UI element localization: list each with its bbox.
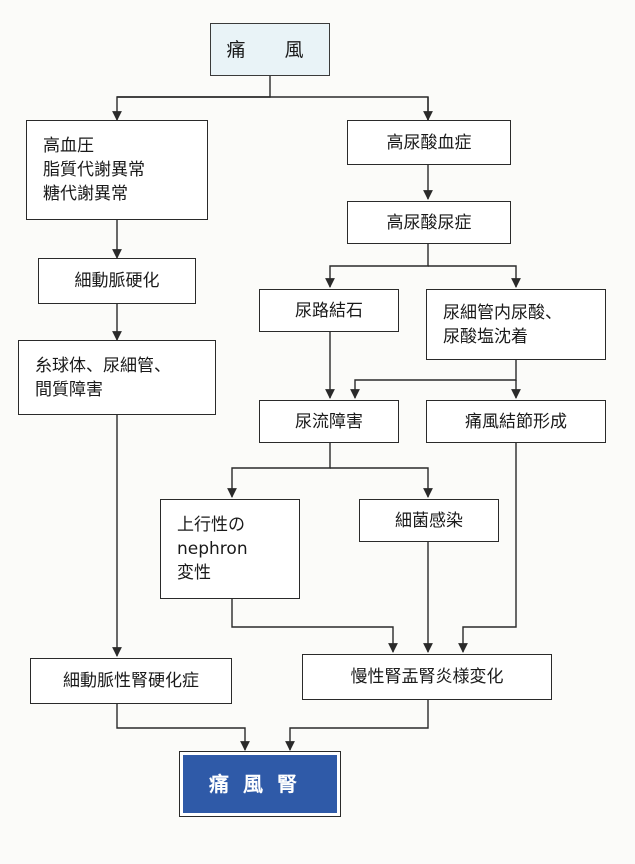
node-tubular-deposit-line-1: 尿細管内尿酸、: [443, 302, 562, 323]
node-bacterial-infection: 細菌感染: [359, 499, 499, 542]
node-comorbidity: 高血圧 脂質代謝異常 糖代謝異常: [26, 120, 208, 220]
node-bacterial-infection-label: 細菌感染: [395, 510, 463, 531]
node-urinary-obstruction: 尿流障害: [259, 400, 399, 443]
node-glomerular-line-1: 糸球体、尿細管、: [35, 355, 171, 376]
node-arteriolar-nephrosclerosis: 細動脈性腎硬化症: [30, 658, 232, 704]
node-gouty-kidney-label: 痛風腎: [209, 772, 311, 796]
node-comorbidity-line-2: 脂質代謝異常: [43, 160, 145, 180]
node-hyperuricosuria: 高尿酸尿症: [347, 201, 511, 244]
node-hyperuricosuria-label: 高尿酸尿症: [386, 212, 472, 233]
edge-ascending-pyelo: [231, 599, 398, 653]
node-ascending-line-2: nephron: [177, 539, 248, 559]
edge-top-split: [112, 76, 271, 121]
node-pyelonephritis-like-label: 慢性腎盂腎炎様変化: [350, 667, 504, 687]
edge-hyperuricosuria-tubular: [428, 265, 521, 288]
node-gout: 痛 風: [210, 23, 330, 76]
node-comorbidity-line-1: 高血圧: [43, 136, 94, 156]
edge-hyperuricosuria-split: [325, 244, 429, 288]
node-glomerular-line-2: 間質障害: [35, 379, 103, 400]
node-tubular-deposit-line-2: 尿酸塩沈着: [443, 326, 528, 347]
node-gout-label: 痛 風: [226, 38, 314, 61]
node-pyelonephritis-like: 慢性腎盂腎炎様変化: [302, 654, 552, 700]
node-arteriolosclerosis-label: 細動脈硬化: [74, 271, 160, 291]
edge-obstruction-split: [227, 443, 331, 498]
node-hyperuricemia: 高尿酸血症: [347, 120, 511, 165]
node-tophus: 痛風結節形成: [426, 400, 606, 443]
edge-obstruction-infection: [330, 467, 433, 498]
node-comorbidity-line-3: 糖代謝異常: [43, 184, 128, 204]
node-gouty-kidney: 痛風腎: [179, 751, 341, 817]
edge-tophus-pyelo: [458, 443, 517, 653]
node-arteriolar-nephrosclerosis-label: 細動脈性腎硬化症: [63, 671, 199, 691]
node-urolithiasis: 尿路結石: [259, 289, 399, 332]
node-urolithiasis-label: 尿路結石: [295, 300, 363, 321]
node-glomerular: 糸球体、尿細管、 間質障害: [18, 340, 216, 415]
node-ascending-line-3: 変性: [177, 563, 211, 583]
edge-top-to-hyperuricemia: [117, 96, 429, 120]
edge-pyelo-result: [285, 700, 429, 751]
node-ascending-degeneration: 上行性の nephron 変性: [160, 499, 300, 599]
node-tophus-label: 痛風結節形成: [465, 411, 567, 432]
edge-nephrosclerosis-result: [116, 704, 250, 751]
node-tubular-deposit: 尿細管内尿酸、 尿酸塩沈着: [426, 289, 606, 360]
edge-tubular-merge: [350, 360, 517, 399]
node-ascending-line-1: 上行性の: [177, 515, 245, 535]
node-urinary-obstruction-label: 尿流障害: [295, 411, 363, 432]
node-arteriolosclerosis: 細動脈硬化: [38, 258, 196, 304]
node-hyperuricemia-label: 高尿酸血症: [386, 132, 472, 153]
